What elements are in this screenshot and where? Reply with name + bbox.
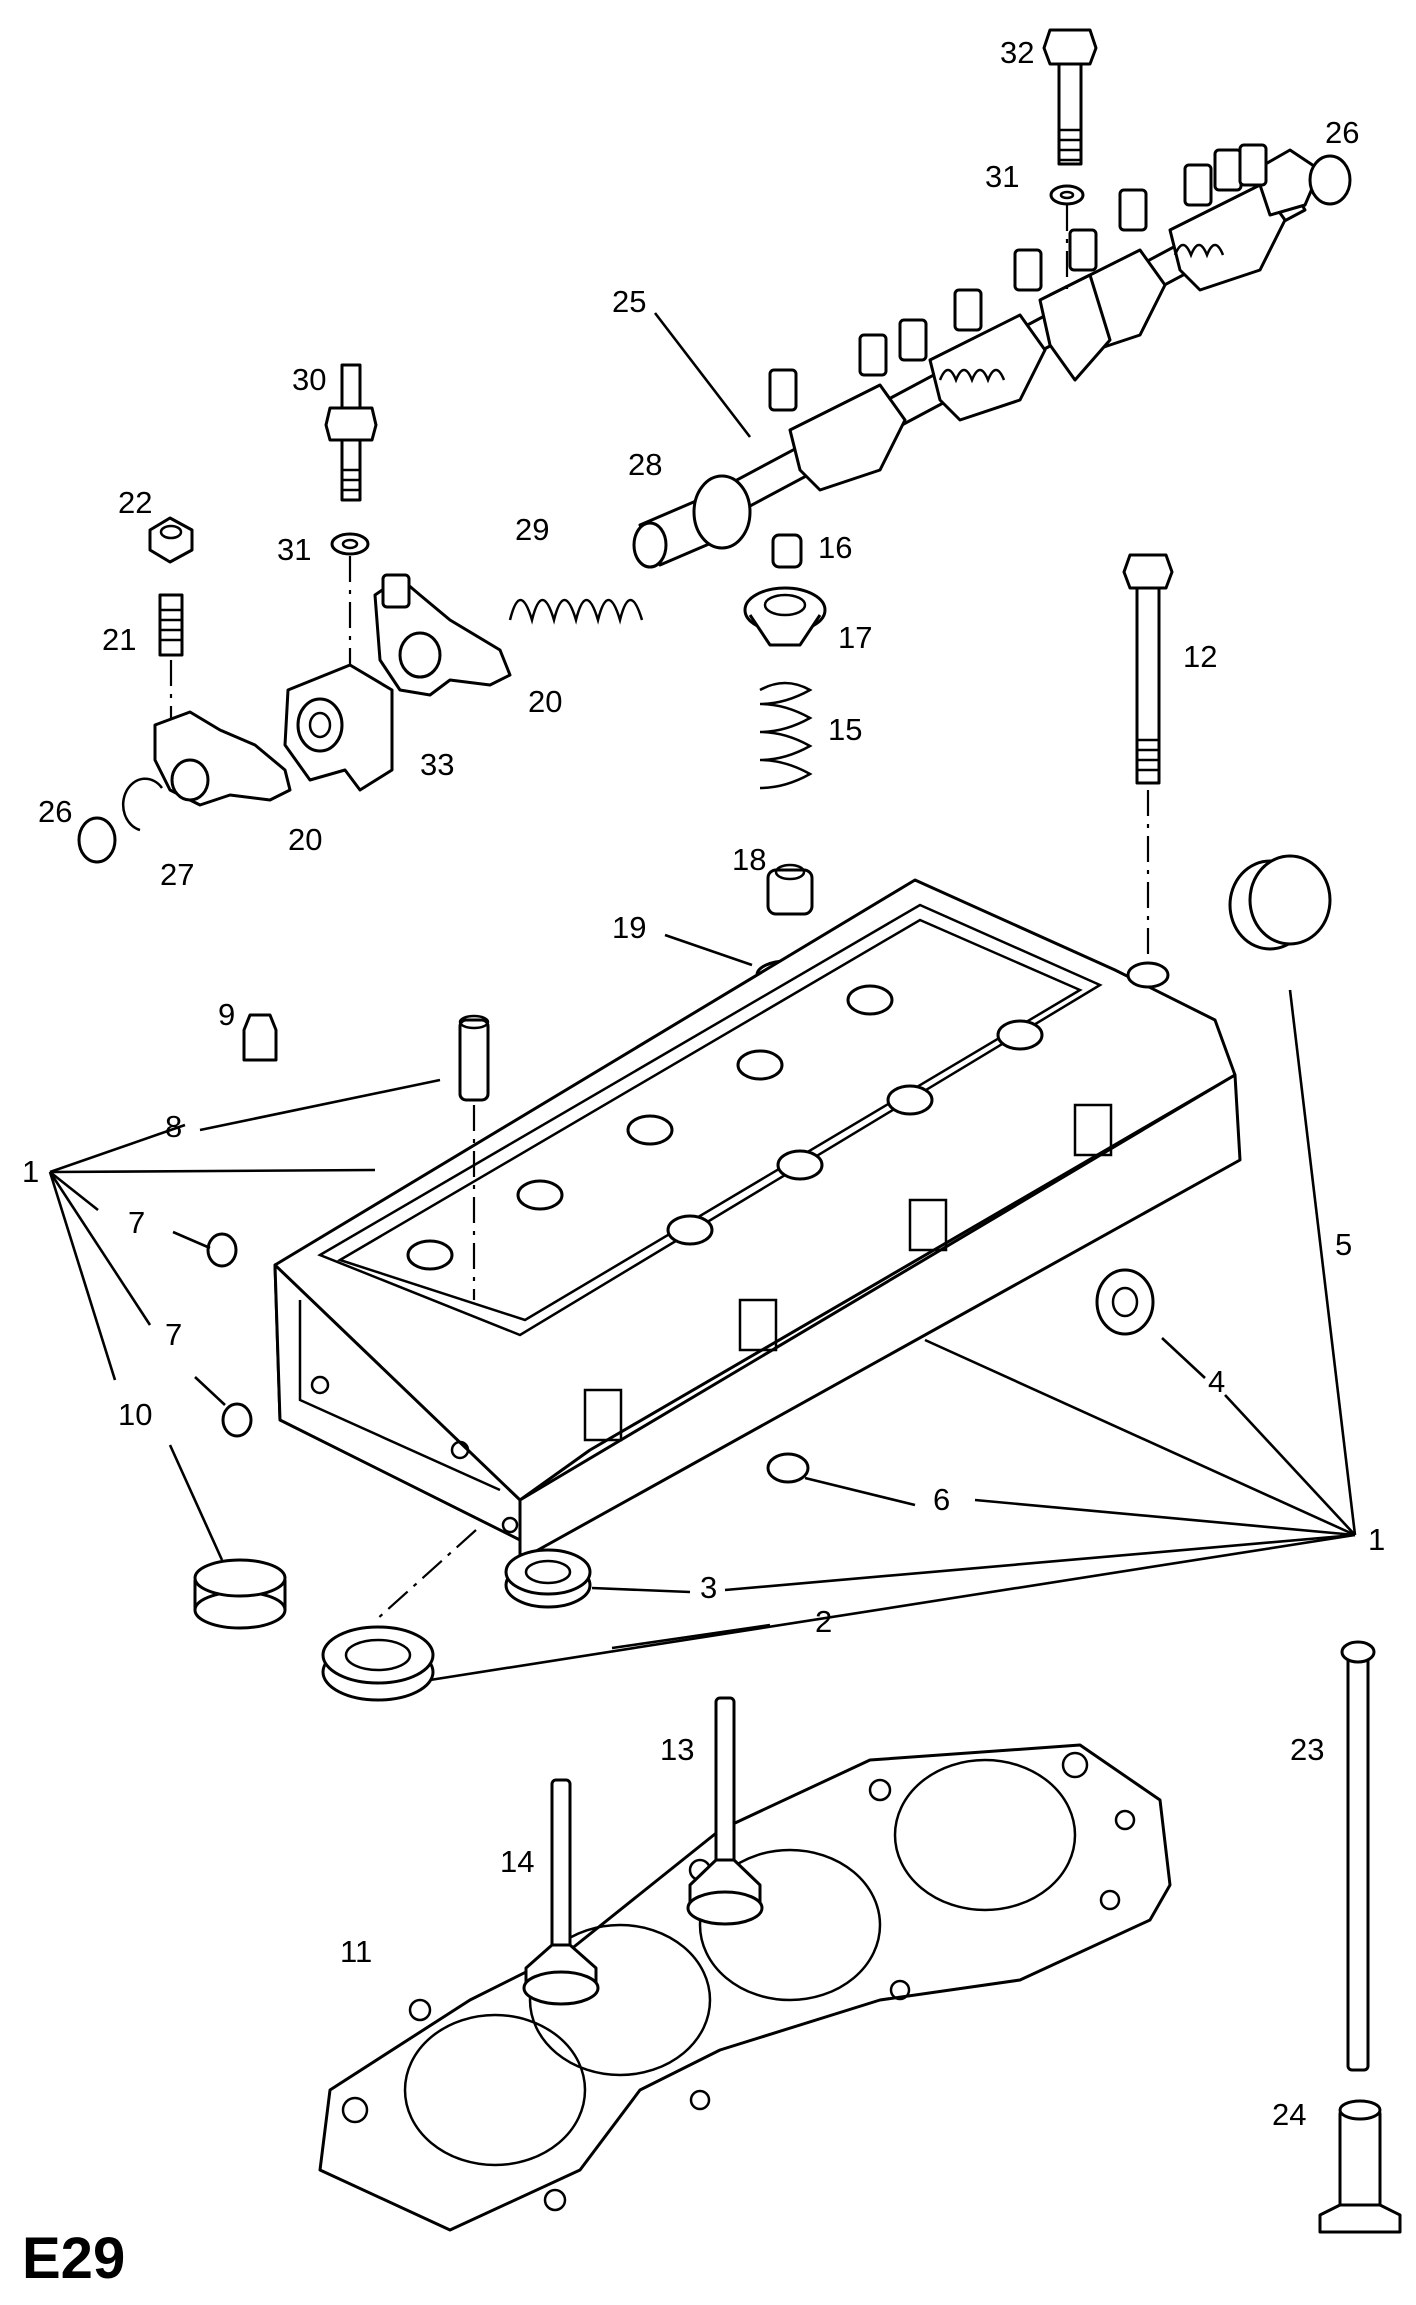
circlip-27 [121,777,164,832]
callout-21: 21 [102,622,136,657]
rocker-shaft-assembly [683,143,1352,534]
callout-22: 22 [118,485,152,520]
plug-7b [221,1402,253,1438]
stud-30 [324,363,378,502]
callout-labels: 32 26 31 25 30 28 22 29 16 31 17 21 12 2… [22,35,1385,2132]
shaft-plug [1308,154,1352,206]
adjuster-screws [768,143,1268,412]
callout-19: 19 [612,910,646,945]
callout-16: 16 [818,530,852,565]
dowel-9 [242,1013,278,1062]
plug-7a [206,1232,238,1268]
callout-2: 2 [815,1604,832,1639]
washer-31 [1049,184,1085,206]
washer-31b [330,532,370,556]
callout-31: 31 [985,159,1019,194]
seal-ring-3 [504,1548,592,1609]
callout-20: 20 [288,822,322,857]
head-bosses [406,961,1170,1271]
nut-22 [148,516,194,564]
head-ports [583,1103,1113,1442]
callout-12: 12 [1183,639,1217,674]
callout-20: 20 [528,684,562,719]
seal-ring-2 [321,1625,435,1702]
callout-9: 9 [218,997,235,1032]
callout-14: 14 [500,1844,534,1879]
spacer-28 [632,474,752,569]
callout-33: 33 [420,747,454,782]
callout-10: 10 [118,1397,152,1432]
plug-26b [77,816,117,864]
leader-lines [48,312,1357,1682]
callout-32: 32 [1000,35,1034,70]
callout-26: 26 [38,794,72,829]
seal-4 [1095,1268,1155,1336]
callout-8: 8 [165,1109,182,1144]
callout-11: 11 [340,1934,372,1969]
valve-guide-8 [458,1014,490,1102]
callout-17: 17 [838,620,872,655]
stud-21 [158,593,184,657]
valve-seal-18 [766,863,814,916]
callout-28: 28 [628,447,662,482]
seal-10 [193,1558,287,1630]
page-code: E29 [22,2226,125,2291]
callout-24: 24 [1272,2097,1306,2132]
cylinder-head [273,878,1242,1562]
callout-7: 7 [128,1205,145,1240]
callout-13: 13 [660,1732,694,1767]
callout-15: 15 [828,712,862,747]
callout-23: 23 [1290,1732,1324,1767]
bolt-12 [1122,553,1174,785]
callout-26: 26 [1325,115,1359,150]
callout-25: 25 [612,284,646,319]
retainer-17 [743,586,827,647]
valve-spring-15 [759,681,813,790]
plug-5 [1228,854,1332,951]
gasket-holes [341,1751,1136,2212]
callout-6: 6 [933,1482,950,1517]
callout-5: 5 [1335,1227,1352,1262]
callout-30: 30 [292,362,326,397]
valve-13 [686,1696,764,1926]
callout-31: 31 [277,532,311,567]
callout-18: 18 [732,842,766,877]
valve-cap-16 [771,533,803,569]
callout-1: 1 [1368,1522,1385,1557]
callout-7: 7 [165,1317,182,1352]
valve-14 [522,1778,600,2006]
callout-27: 27 [160,857,194,892]
head-gasket-11 [318,1743,1172,2232]
tappet-24 [1318,2099,1402,2234]
callout-4: 4 [1208,1364,1225,1399]
callout-1: 1 [22,1154,39,1189]
callout-29: 29 [515,512,549,547]
spring-29 [508,598,644,625]
callout-3: 3 [700,1570,717,1605]
push-rod-23 [1340,1640,1376,2072]
core-plug-6 [766,1452,810,1484]
bolt-32 [1042,28,1098,166]
